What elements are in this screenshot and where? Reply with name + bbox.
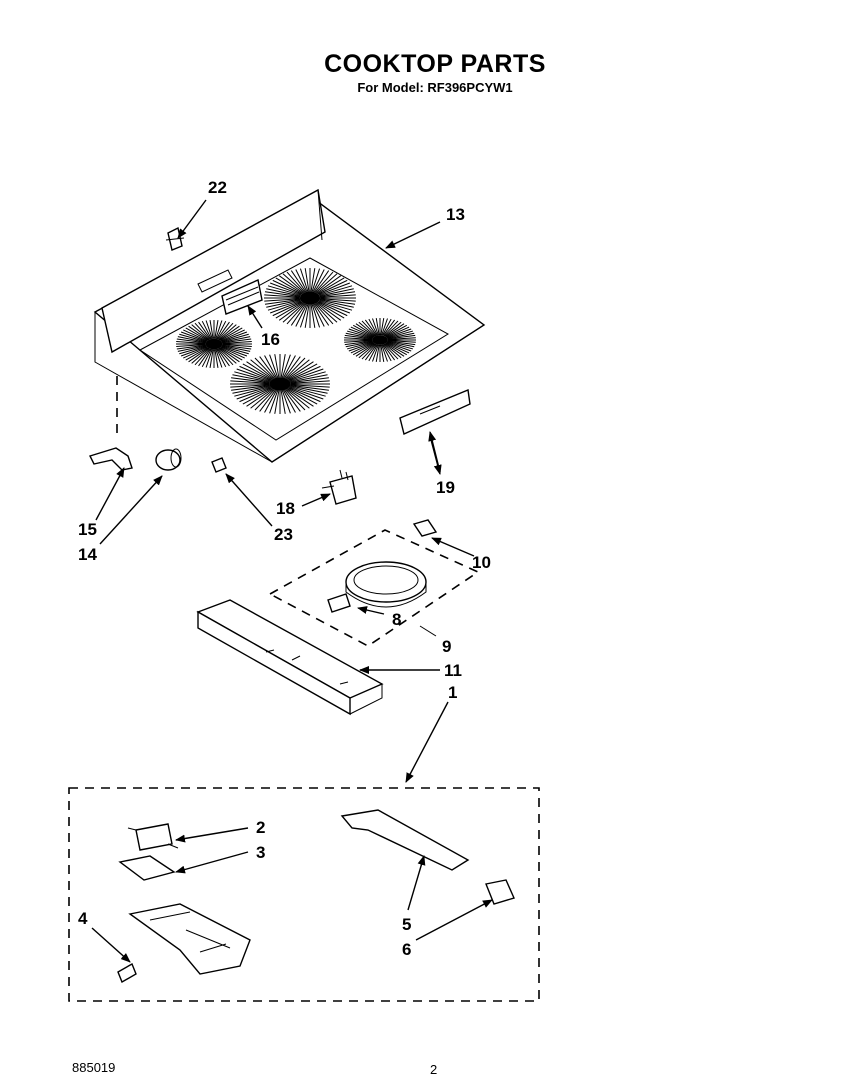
rail-5-part bbox=[340, 809, 470, 871]
callout-5: 5 bbox=[402, 915, 411, 934]
callout-3: 3 bbox=[256, 843, 265, 862]
element-kit-outline bbox=[268, 529, 480, 647]
switch-2-part bbox=[135, 823, 173, 851]
callout-14: 14 bbox=[78, 545, 97, 564]
insulator-3-part bbox=[118, 855, 176, 881]
callout-19: 19 bbox=[436, 478, 455, 497]
cooktop-panel bbox=[93, 188, 486, 463]
callout-6: 6 bbox=[402, 940, 411, 959]
switch-18-part bbox=[329, 475, 357, 505]
callout-10: 10 bbox=[472, 553, 491, 572]
limiter-8-part bbox=[327, 593, 351, 613]
callout-1: 1 bbox=[448, 683, 457, 702]
burner-elements bbox=[176, 268, 416, 414]
block-6-part bbox=[485, 879, 515, 905]
page-title: COOKTOP PARTS bbox=[324, 50, 546, 78]
bracket-19-part bbox=[399, 389, 471, 435]
callout-9: 9 bbox=[442, 637, 451, 656]
kit-outline bbox=[68, 787, 540, 1002]
callout-18: 18 bbox=[276, 499, 295, 518]
bracket-15-part bbox=[89, 447, 133, 471]
callout-22: 22 bbox=[208, 178, 227, 197]
callout-4: 4 bbox=[78, 909, 88, 928]
document-number: 885019 bbox=[72, 1060, 116, 1075]
callout-13: 13 bbox=[446, 205, 465, 224]
clip-10-part bbox=[412, 519, 438, 537]
callout-8: 8 bbox=[392, 610, 401, 629]
clip-4-part bbox=[117, 962, 137, 984]
radiant-element-part bbox=[345, 561, 427, 603]
clip-23-part bbox=[211, 457, 227, 473]
callout-23: 23 bbox=[274, 525, 293, 544]
callout-2: 2 bbox=[256, 818, 265, 837]
callout-16: 16 bbox=[261, 330, 280, 349]
bushing-14-part bbox=[155, 449, 181, 471]
mounting-bracket-part bbox=[128, 903, 251, 975]
callout-15: 15 bbox=[78, 520, 97, 539]
model-subtitle: For Model: RF396PCYW1 bbox=[357, 80, 513, 95]
support-channel-part bbox=[196, 599, 384, 716]
callout-11: 11 bbox=[444, 661, 462, 680]
indicator-light-part bbox=[221, 279, 263, 315]
page-number: 2 bbox=[430, 1062, 438, 1077]
